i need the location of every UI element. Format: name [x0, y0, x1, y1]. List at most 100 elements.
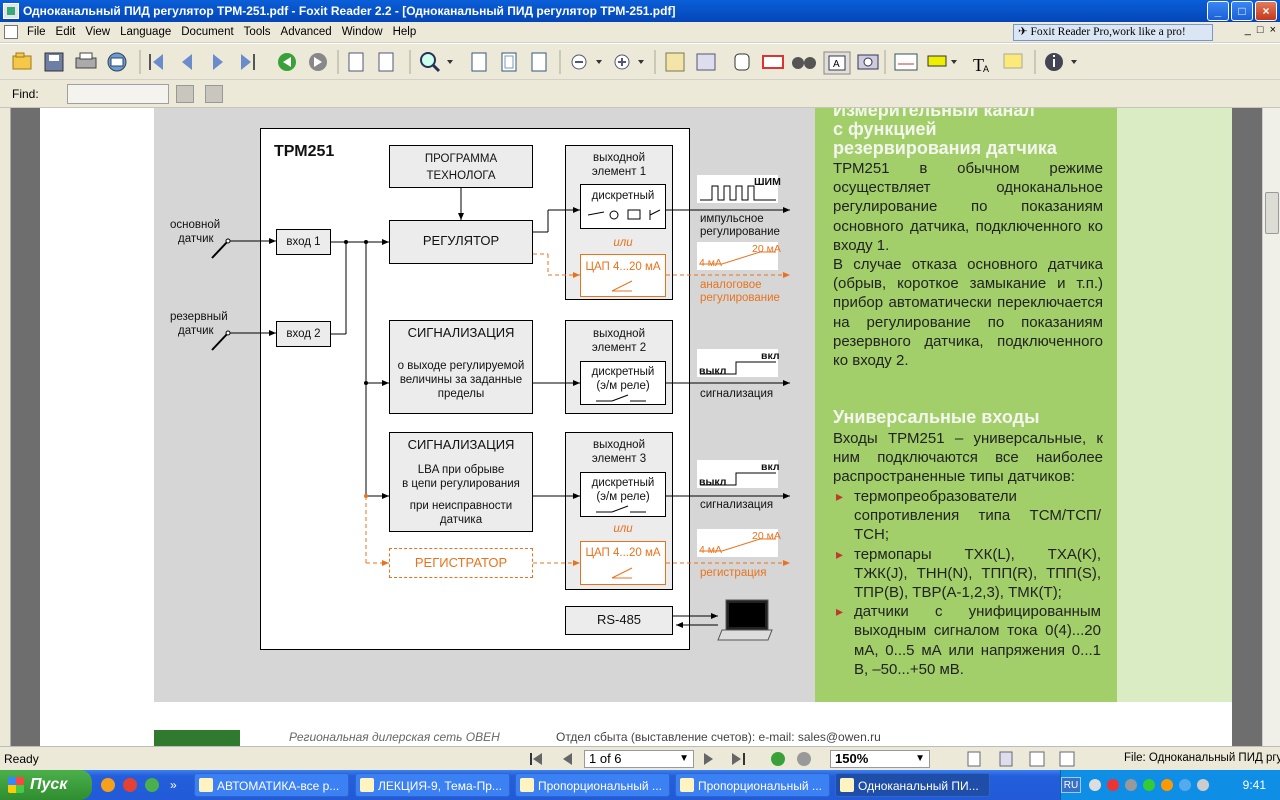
bookmarks-icon[interactable] — [665, 52, 685, 72]
menu-file[interactable]: File — [27, 26, 46, 38]
continuous-icon[interactable] — [999, 751, 1013, 767]
quicklaunch-more-icon[interactable]: » — [170, 778, 177, 792]
print-icon[interactable] — [75, 52, 97, 69]
snapshot-icon[interactable] — [762, 55, 784, 69]
actual-size-icon[interactable] — [471, 52, 487, 72]
menu-advanced[interactable]: Advanced — [280, 26, 332, 38]
doc-restore-button[interactable]: □ — [1256, 24, 1264, 36]
tray-skype-icon[interactable] — [1143, 779, 1155, 791]
forward-icon[interactable] — [309, 53, 327, 71]
status-first-page-icon[interactable] — [530, 753, 542, 765]
status-next-page-icon[interactable] — [704, 753, 713, 765]
status-last-page-icon[interactable] — [732, 753, 745, 765]
device-title: ТРМ251 — [274, 143, 335, 160]
facing-icon[interactable] — [1029, 751, 1045, 767]
quicklaunch-chrome-green-icon[interactable] — [145, 778, 159, 792]
language-indicator[interactable]: RU — [1061, 777, 1081, 793]
zoom-level-box[interactable]: 150% ▼ — [830, 750, 930, 768]
scrollbar-thumb[interactable] — [1265, 192, 1279, 234]
light-green-margin — [1117, 108, 1185, 702]
task-proportional-2[interactable]: Пропорциональный ... — [675, 773, 830, 797]
relay-3-label-1: дискретный — [591, 477, 655, 489]
vertical-scrollbar[interactable] — [1262, 108, 1280, 746]
zoom-level-text: 150% — [835, 751, 869, 766]
find-prev-button[interactable] — [176, 85, 194, 103]
typewriter-icon[interactable] — [894, 53, 918, 71]
tray-network-icon[interactable] — [1089, 779, 1101, 791]
tray-update-icon[interactable] — [1161, 779, 1173, 791]
fit-width-icon[interactable] — [531, 52, 547, 72]
zoom-out-icon[interactable] — [571, 54, 602, 70]
zoom-icon[interactable] — [420, 52, 453, 73]
menu-document[interactable]: Document — [181, 26, 234, 38]
continuous-facing-icon[interactable] — [1059, 751, 1075, 767]
tray-safe-remove-icon[interactable] — [1197, 779, 1209, 791]
status-prev-page-icon[interactable] — [563, 753, 572, 765]
find-icon[interactable] — [792, 57, 816, 69]
analog-graph-3 — [697, 529, 778, 557]
doc-close-button[interactable]: × — [1269, 24, 1276, 36]
highlight-icon[interactable] — [927, 55, 957, 67]
minimize-button[interactable]: _ — [1207, 1, 1229, 21]
rotate-cw-icon[interactable] — [378, 52, 394, 72]
info-icon[interactable] — [1045, 53, 1077, 71]
first-page-icon[interactable] — [149, 54, 163, 70]
page-number-box[interactable]: 1 of 6▼ — [584, 750, 694, 768]
rotate-ccw-icon[interactable] — [348, 52, 364, 72]
camera-icon[interactable] — [857, 54, 879, 70]
tray-app-icon[interactable] — [1179, 779, 1191, 791]
email-icon[interactable] — [107, 52, 127, 72]
note-icon[interactable] — [1003, 53, 1023, 69]
task-proportional-1[interactable]: Пропорциональный ... — [515, 773, 670, 797]
back-icon[interactable] — [278, 53, 296, 71]
find-next-button[interactable] — [205, 85, 223, 103]
prev-page-icon[interactable] — [182, 54, 192, 70]
last-page-icon[interactable] — [241, 54, 255, 70]
save-icon[interactable] — [44, 52, 64, 72]
svg-text:T: T — [973, 55, 984, 75]
select-text-icon[interactable]: A — [823, 51, 851, 75]
task-pid-regulator[interactable]: Одноканальный ПИ... — [835, 773, 990, 797]
paragraph-inputs: Входы ТРМ251 – универсальные, к ним подк… — [833, 430, 1103, 486]
dac-3-label: ЦАП 4...20 мА — [585, 547, 661, 559]
find-input[interactable] — [67, 84, 169, 104]
side-panel-handle[interactable] — [0, 108, 11, 746]
maximize-button[interactable]: □ — [1231, 1, 1253, 21]
fit-page-icon[interactable] — [501, 52, 517, 72]
next-page-icon[interactable] — [213, 54, 223, 70]
zoom-dropdown-icon[interactable]: ▼ — [915, 753, 925, 764]
menu-window[interactable]: Window — [341, 26, 383, 38]
quicklaunch-chrome-icon[interactable] — [123, 778, 137, 792]
close-button[interactable]: × — [1255, 1, 1277, 21]
status-back-icon[interactable] — [771, 752, 785, 766]
tray-volume-icon[interactable] — [1125, 779, 1137, 791]
menu-help[interactable]: Help — [392, 26, 417, 38]
pro-ad-link[interactable]: ✈ Foxit Reader Pro,work like a pro! — [1013, 24, 1213, 41]
menu-language[interactable]: Language — [120, 26, 172, 38]
dac-output-3 — [580, 541, 666, 585]
task-automation[interactable]: АВТОМАТИКА-все р... — [194, 773, 349, 797]
document-icon[interactable] — [4, 25, 18, 39]
menu-tools[interactable]: Tools — [243, 26, 271, 38]
thumbnail-icon[interactable] — [696, 53, 716, 71]
start-button[interactable]: Пуск — [0, 770, 92, 800]
list-item: датчики с унифицированным выходным сигна… — [836, 602, 1101, 679]
zoom-in-icon[interactable] — [614, 54, 644, 70]
status-forward-icon[interactable] — [797, 752, 811, 766]
menu-view[interactable]: View — [85, 26, 111, 38]
quicklaunch-avast-icon[interactable] — [101, 778, 115, 792]
reserve-sensor-label-1: резервный — [170, 311, 228, 323]
page-dropdown-icon[interactable]: ▼ — [679, 753, 689, 764]
tray-antivirus-icon[interactable] — [1107, 779, 1119, 791]
findbar-overlap-mask — [815, 80, 1117, 108]
relay-graph-3 — [697, 460, 778, 488]
pwm-waveform — [700, 185, 776, 201]
doc-minimize-button[interactable]: _ — [1244, 24, 1251, 36]
pulse-reg-label-2: регулирование — [700, 226, 780, 238]
task-lecture[interactable]: ЛЕКЦИЯ-9, Тема-Пр... — [355, 773, 510, 797]
menu-edit[interactable]: Edit — [55, 26, 76, 38]
open-icon[interactable] — [12, 52, 32, 70]
hand-tool-icon[interactable] — [734, 53, 750, 71]
single-page-icon[interactable] — [967, 751, 981, 767]
